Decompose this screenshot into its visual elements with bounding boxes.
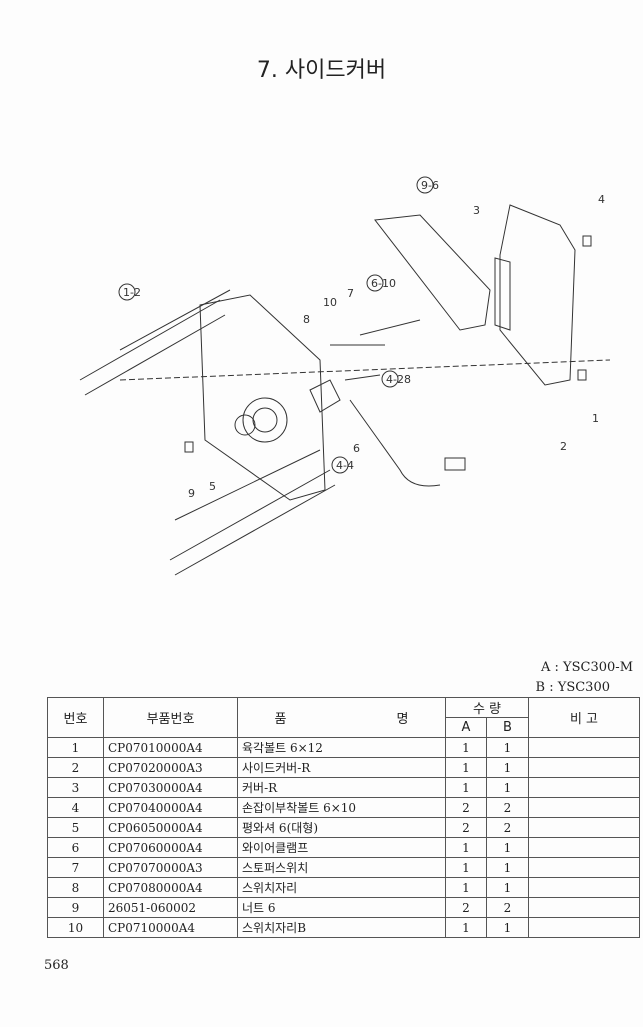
cell-a: 2: [445, 817, 487, 838]
cell-a: 1: [445, 857, 487, 878]
cell-a: 1: [445, 737, 487, 758]
exploded-parts-diagram: 9-6 3 4 1-2 10 7 6-10 8 4-28 6 4-4 2 1 9…: [79, 176, 611, 576]
header-qty: 수 량: [445, 697, 529, 718]
callout-6-10: 6-10: [371, 277, 396, 290]
cell-part-no: CP07080000A4: [103, 877, 238, 898]
header-no: 번호: [47, 697, 104, 738]
header-qty-a: A: [445, 717, 487, 738]
cell-no: 2: [47, 757, 104, 778]
cell-name: 너트 6: [237, 897, 446, 918]
cell-remark: [528, 917, 640, 938]
callout-5: 5: [209, 480, 216, 493]
cell-part-no: CP07070000A3: [103, 857, 238, 878]
callout-8: 8: [303, 313, 310, 326]
cell-remark: [528, 737, 640, 758]
cell-no: 8: [47, 877, 104, 898]
callout-6: 6: [353, 442, 360, 455]
cell-name: 평와셔 6(대형): [237, 817, 446, 838]
cell-remark: [528, 757, 640, 778]
page-title: 7. 사이드커버: [256, 58, 387, 83]
cell-part-no: CP07060000A4: [103, 837, 238, 858]
cell-name: 커버-R: [237, 777, 446, 798]
callout-4-4: 4-4: [336, 459, 354, 472]
cell-name: 스토퍼스위치: [237, 857, 446, 878]
cell-no: 9: [47, 897, 104, 918]
cell-a: 1: [445, 837, 487, 858]
cell-a: 1: [445, 877, 487, 898]
cell-name: 와이어클램프: [237, 837, 446, 858]
cell-part-no: CP07010000A4: [103, 737, 238, 758]
cell-no: 1: [47, 737, 104, 758]
cell-name: 육각볼트 6×12: [237, 737, 446, 758]
cell-b: 1: [486, 837, 529, 858]
cell-a: 2: [445, 797, 487, 818]
cell-a: 2: [445, 897, 487, 918]
cell-name: 사이드커버-R: [237, 757, 446, 778]
cell-no: 5: [47, 817, 104, 838]
cell-name: 손잡이부착볼트 6×10: [237, 797, 446, 818]
cell-no: 3: [47, 777, 104, 798]
cell-no: 7: [47, 857, 104, 878]
cell-no: 4: [47, 797, 104, 818]
cell-part-no: CP07030000A4: [103, 777, 238, 798]
frame-drawing: [79, 204, 611, 576]
page-number: 568: [44, 958, 69, 973]
cell-part-no: CP06050000A4: [103, 817, 238, 838]
cell-remark: [528, 897, 640, 918]
header-qty-b: B: [486, 717, 529, 738]
cell-remark: [528, 817, 640, 838]
cell-no: 6: [47, 837, 104, 858]
cell-no: 10: [47, 917, 104, 938]
callout-1: 1-2: [123, 286, 141, 299]
cell-remark: [528, 857, 640, 878]
callout-10: 10: [323, 296, 337, 309]
callout-7: 7: [347, 287, 354, 300]
legend-a: A : YSC300-M: [541, 660, 633, 675]
cell-b: 1: [486, 917, 529, 938]
cell-name: 스위치자리B: [237, 917, 446, 938]
cell-b: 1: [486, 777, 529, 798]
cell-b: 1: [486, 737, 529, 758]
cell-remark: [528, 837, 640, 858]
cell-part-no: CP07040000A4: [103, 797, 238, 818]
header-remark: 비 고: [528, 697, 640, 738]
cell-name: 스위치자리: [237, 877, 446, 898]
cell-remark: [528, 877, 640, 898]
cell-b: 2: [486, 817, 529, 838]
cell-b: 2: [486, 797, 529, 818]
header-part-no: 부품번호: [103, 697, 238, 738]
callout-9b: 9: [188, 487, 195, 500]
cell-a: 1: [445, 777, 487, 798]
cell-b: 1: [486, 877, 529, 898]
callout-1b: 1: [592, 412, 599, 425]
callout-4: 4: [598, 193, 605, 206]
callout-9: 9-6: [421, 179, 439, 192]
callout-4-28: 4-28: [386, 373, 411, 386]
cell-part-no: CP07020000A3: [103, 757, 238, 778]
cell-part-no: 26051-060002: [103, 897, 238, 918]
callout-3: 3: [473, 204, 480, 217]
cell-remark: [528, 777, 640, 798]
cell-remark: [528, 797, 640, 818]
cell-b: 1: [486, 857, 529, 878]
cell-a: 1: [445, 917, 487, 938]
cell-part-no: CP0710000A4: [103, 917, 238, 938]
callout-2: 2: [560, 440, 567, 453]
legend-b: B : YSC300: [535, 680, 610, 695]
cell-b: 1: [486, 757, 529, 778]
cell-b: 2: [486, 897, 529, 918]
cell-a: 1: [445, 757, 487, 778]
